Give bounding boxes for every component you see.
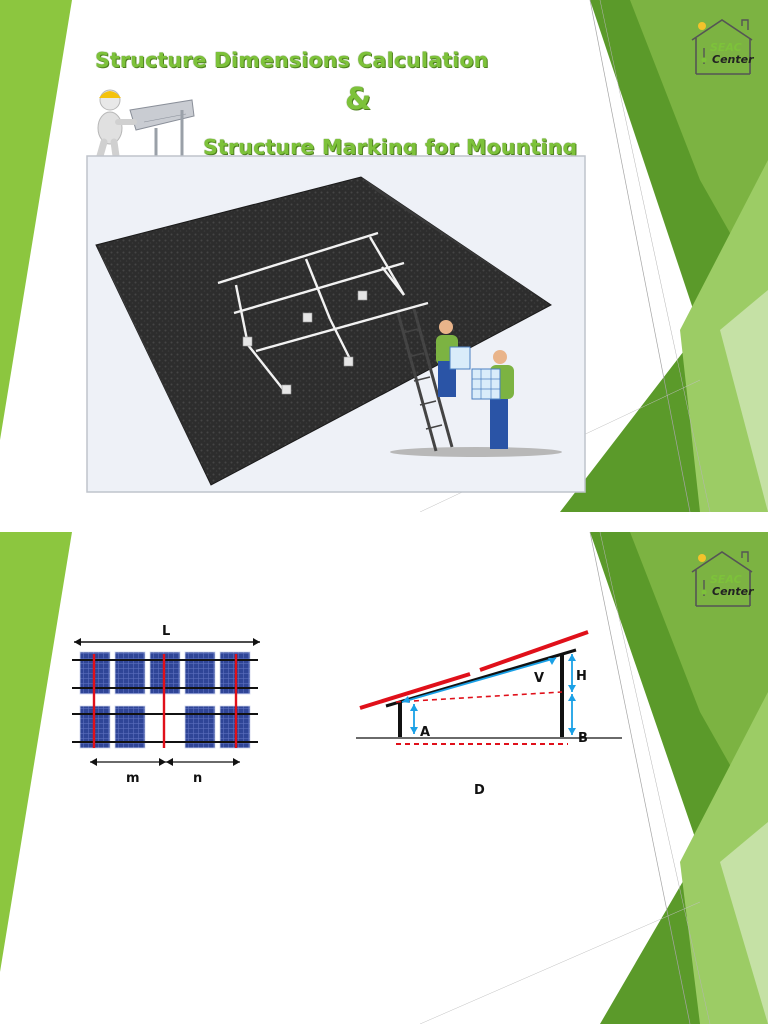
slide-1: SEAC Center Structure Dimensions Calcula… <box>0 0 768 512</box>
logo-line-1: SEAC <box>710 573 742 586</box>
seac-center-logo: SEAC Center <box>682 548 764 610</box>
logo-line-2: Center <box>712 585 754 598</box>
support-legs-red <box>92 654 238 748</box>
panel-array-diagram: L m n <box>72 624 260 786</box>
title-line-1: Structure Dimensions Calculation <box>95 48 489 72</box>
slide-2-background-decoration <box>0 532 768 1024</box>
house-logo-icon <box>691 19 753 75</box>
tilted-structure-diagram: V H A B D <box>356 630 622 798</box>
panel-segment-left <box>359 672 471 710</box>
label-m: m <box>126 771 140 786</box>
seac-center-logo: SEAC Center <box>682 16 764 78</box>
panel-segment-right <box>479 630 589 672</box>
reference-dashed-line <box>395 691 563 703</box>
label-A: A <box>420 725 430 740</box>
logo-line-2: Center <box>712 53 754 66</box>
roof-structure-illustration <box>86 155 586 493</box>
label-V: V <box>534 671 544 686</box>
label-B: B <box>578 731 588 746</box>
title-line-2: Structure Marking for Mounting <box>203 135 578 159</box>
label-D: D <box>474 783 485 798</box>
logo-line-1: SEAC <box>710 41 742 54</box>
title-ampersand: & <box>345 82 372 117</box>
house-logo-icon <box>691 551 753 607</box>
label-n: n <box>193 771 202 786</box>
slide-gap <box>0 512 768 532</box>
label-H: H <box>576 669 587 684</box>
slide-1-background-decoration <box>0 0 768 512</box>
slide-2: SEAC Center L <box>0 532 768 1024</box>
label-L: L <box>162 624 170 639</box>
dimension-V-arrow <box>401 657 557 703</box>
